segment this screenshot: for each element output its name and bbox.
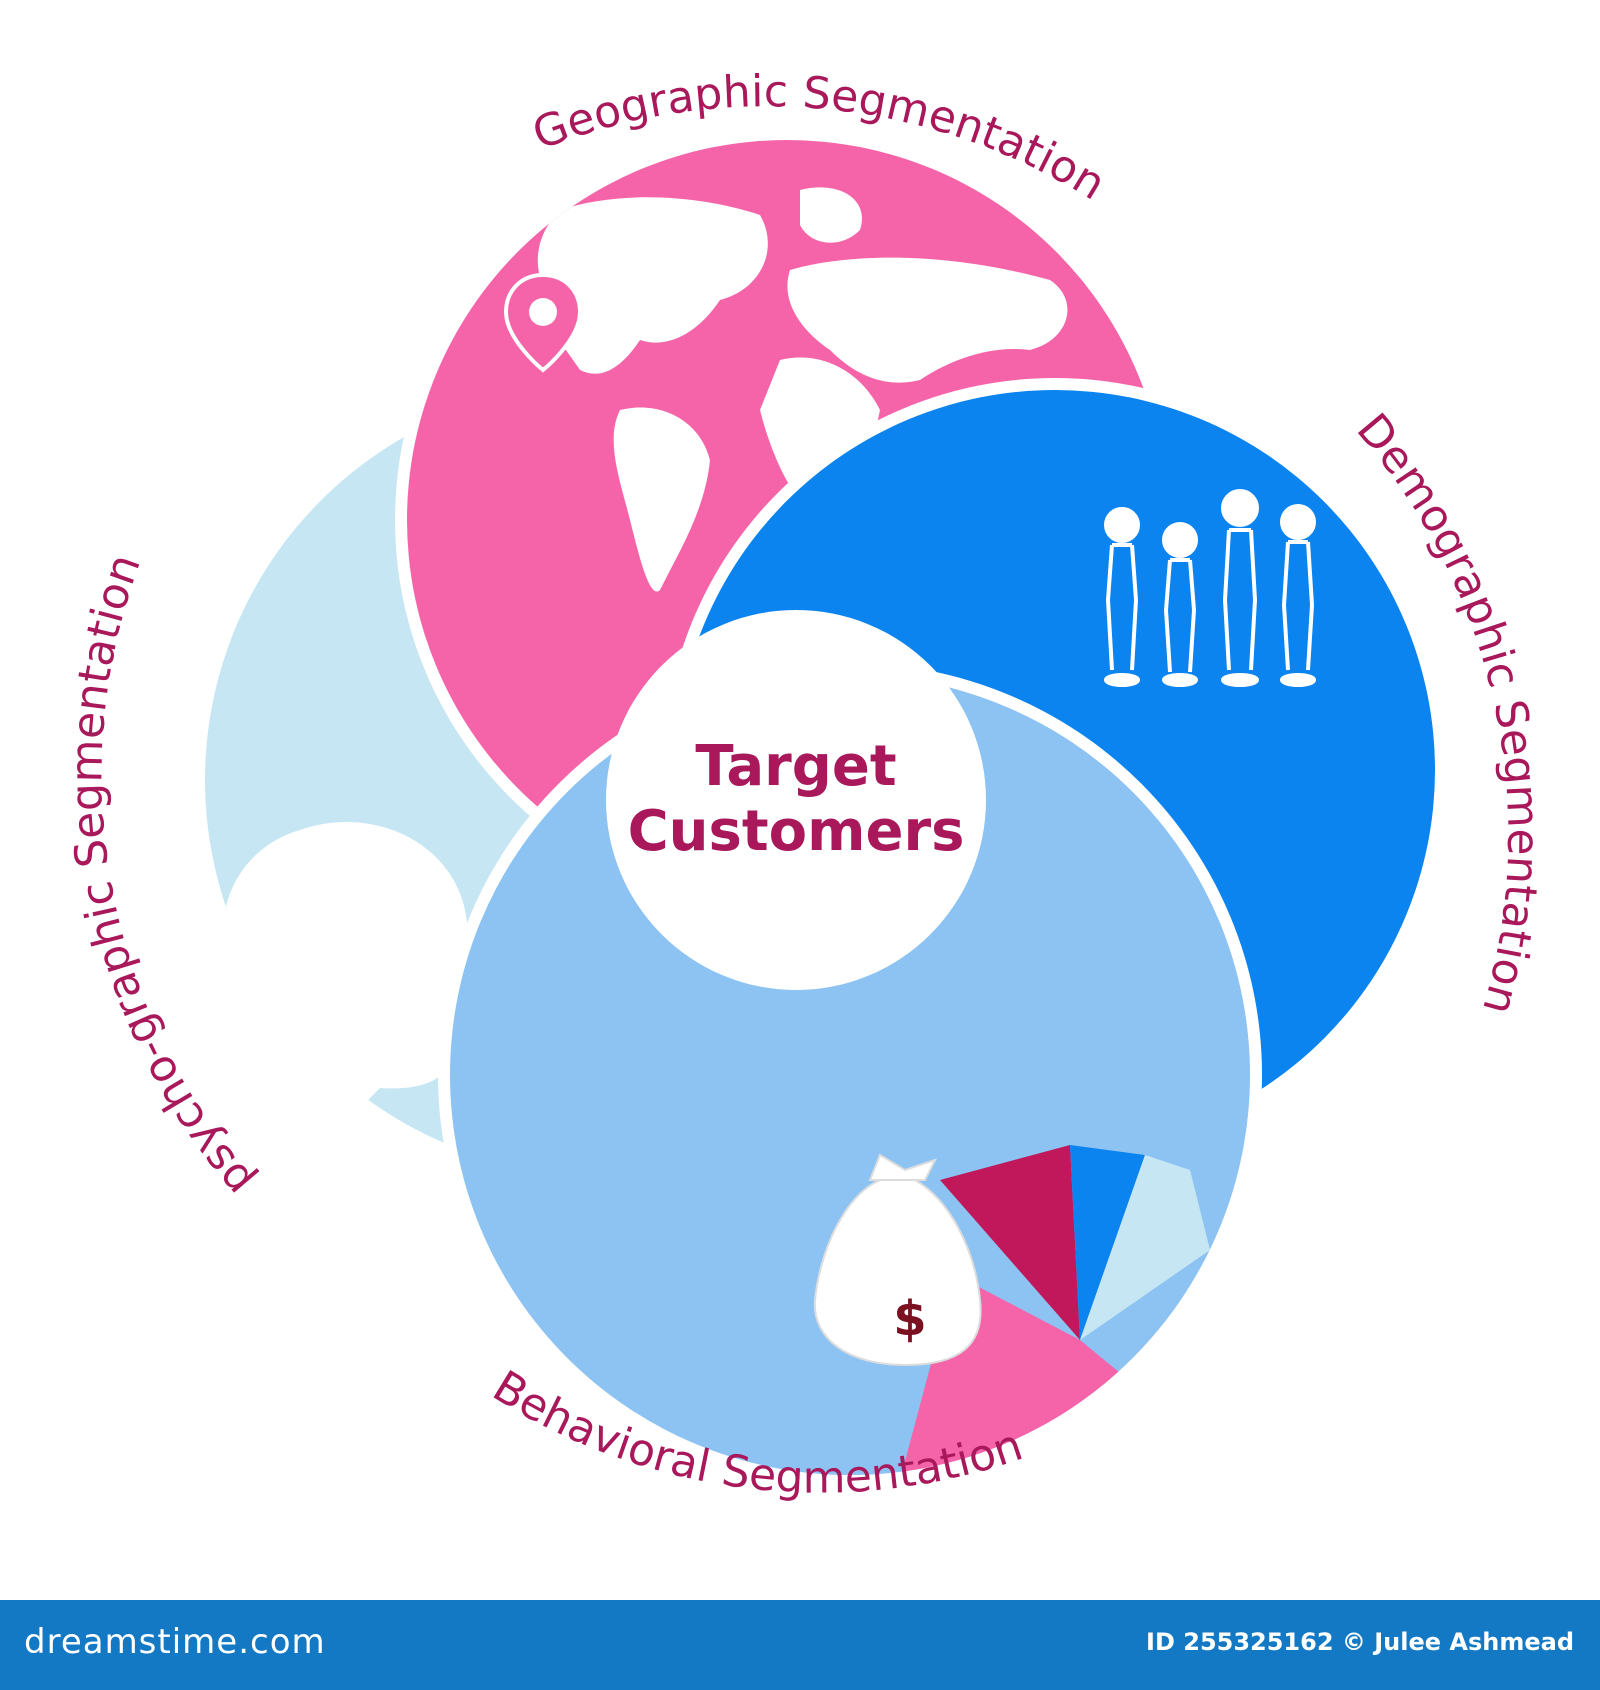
brand-text: dreamstime.com: [24, 1622, 326, 1662]
person-icon: [1280, 504, 1316, 687]
location-pin-icon: [503, 272, 583, 373]
currency-symbol: $: [893, 1291, 926, 1347]
person-icon: [1162, 522, 1198, 687]
person-icon: [1221, 489, 1259, 687]
center-circle: [606, 610, 986, 990]
human-head-icon: [222, 821, 478, 1151]
center-title-line1: Target: [695, 734, 896, 799]
person-icon: [1104, 507, 1140, 687]
people-group-icon: [1104, 489, 1316, 687]
image-credit: ID 255325162 © Julee Ashmead: [1146, 1628, 1574, 1656]
money-bag-icon: $: [813, 1153, 982, 1367]
center-title-line2: Customers: [628, 799, 965, 864]
segmentation-diagram: $ Target Customers Geographic Segmentati…: [61, 66, 1548, 1503]
watermark-footer: dreamstime.com ID 255325162 © Julee Ashm…: [0, 1600, 1600, 1690]
